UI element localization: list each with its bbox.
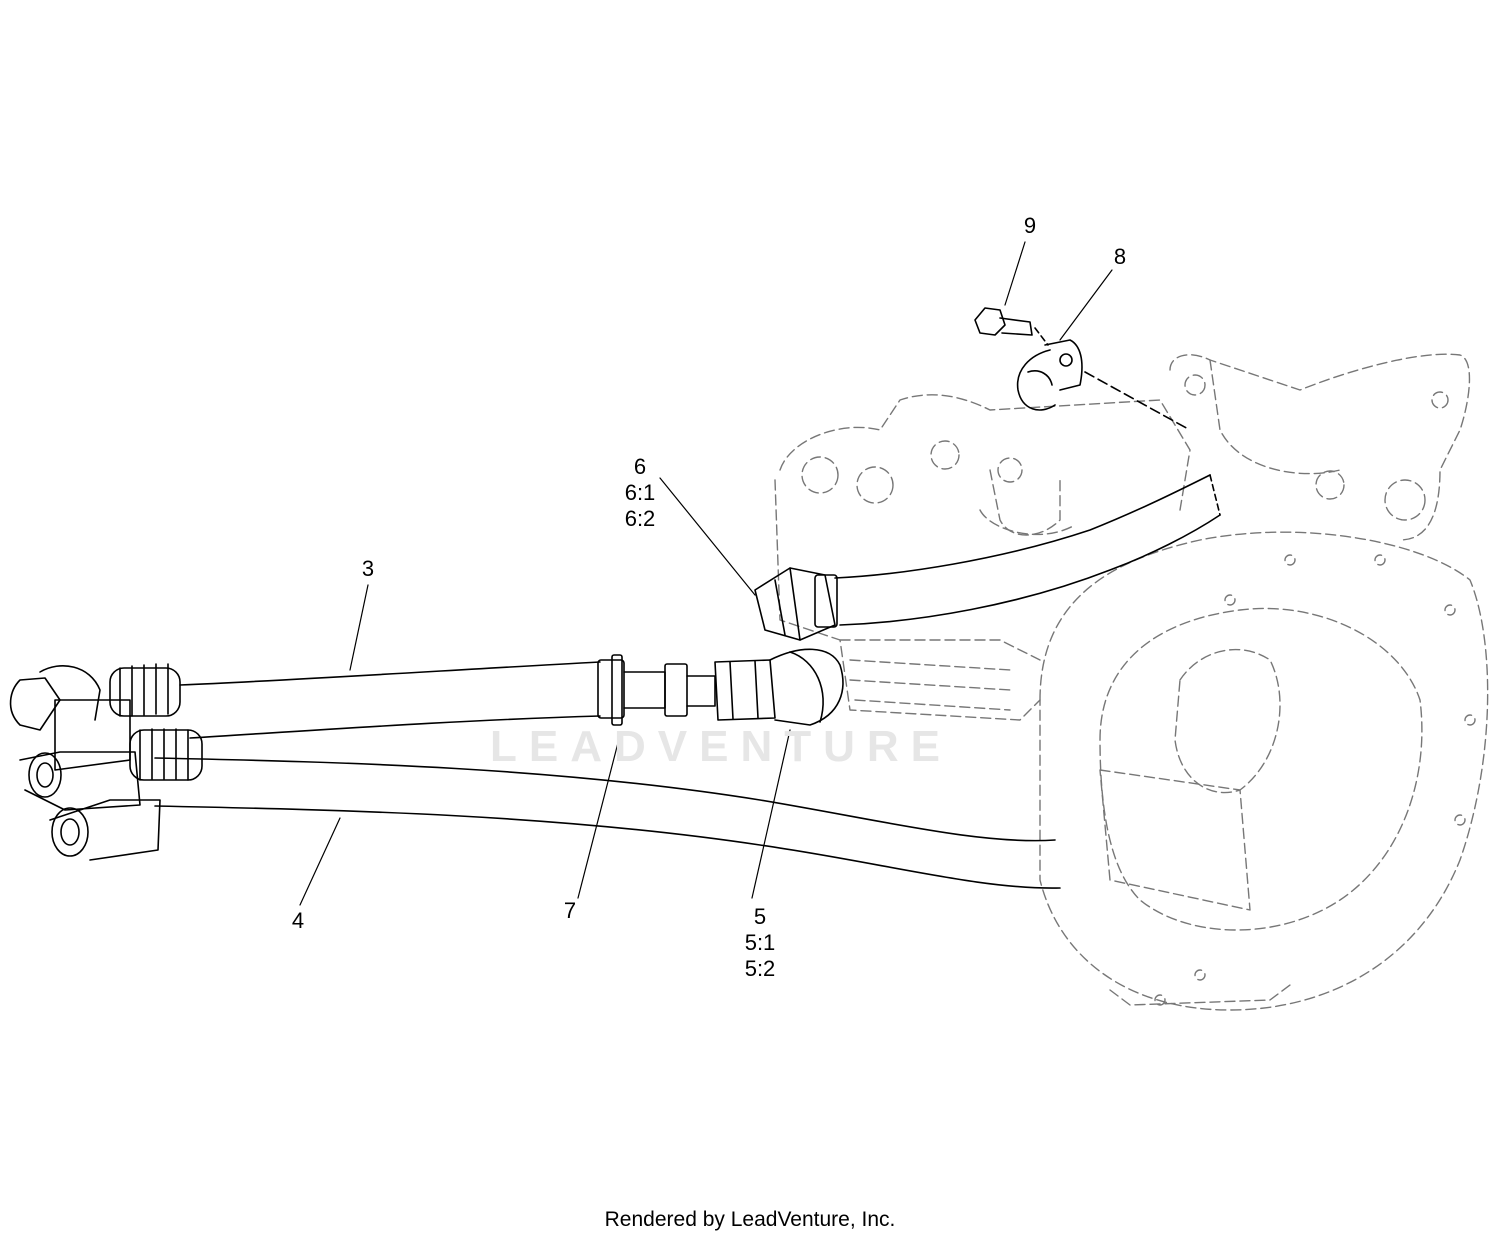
transmission-housing [774,353,1489,1011]
callout-9: 9 [1016,213,1044,239]
hose-6 [834,474,1221,626]
callout-4-line-1: 4 [291,908,305,933]
callout-7: 7 [556,898,584,924]
hose-3 [179,661,601,739]
callout-6: 6 6:1 6:2 [610,454,670,532]
fitting-7 [597,654,776,726]
footer-credit: Rendered by LeadVenture, Inc. [604,1208,896,1231]
leader-lines [299,241,1113,906]
callout-6-line-2: 6:1 [624,480,656,505]
callout-5-line-3: 5:2 [744,956,776,981]
callout-8: 8 [1106,244,1134,270]
left-fittings [9,663,203,861]
watermark: LEADVENTURE [490,722,953,771]
fitting-6 [754,567,838,641]
callout-4: 4 [284,908,312,934]
clamp-8 [1016,327,1191,431]
callout-3-line-1: 3 [361,556,375,581]
callout-9-line-1: 9 [1023,213,1037,238]
hose-4 [154,757,1061,889]
callout-5-line-2: 5:1 [744,930,776,955]
fitting-5 [769,648,844,726]
callout-3: 3 [354,556,382,582]
callout-7-line-1: 7 [563,898,577,923]
callout-8-line-1: 8 [1113,244,1127,269]
callout-5-line-1: 5 [753,904,767,929]
callout-6-line-3: 6:2 [624,506,656,531]
callout-5: 5 5:1 5:2 [730,904,790,982]
callout-6-line-1: 6 [633,454,647,479]
bolt-9 [974,307,1033,336]
